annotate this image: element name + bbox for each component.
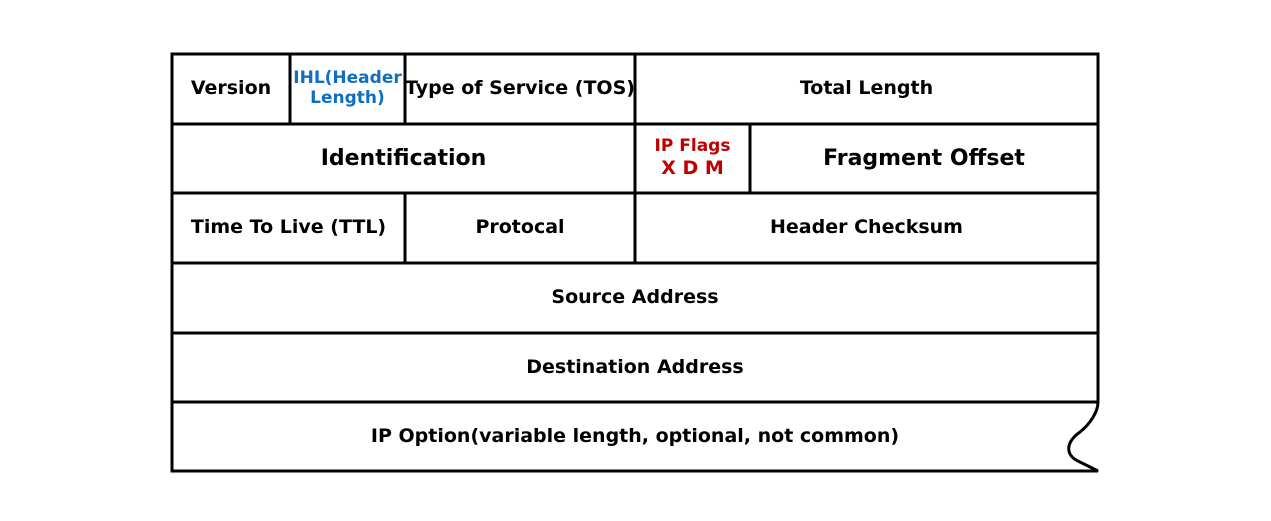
field-version-label: Version (190, 77, 272, 100)
field-version: Version (172, 54, 290, 124)
field-ttl-label: Time To Live (TTL) (190, 216, 387, 239)
field-identification: Identification (172, 124, 635, 193)
field-tos-label: Type of Service (TOS) (405, 77, 635, 100)
field-ip-option: IP Option(variable length, optional, not… (172, 402, 1098, 471)
field-ihl-label: IHL(Header Length) (293, 68, 402, 108)
field-ihl: IHL(Header Length) (290, 54, 405, 124)
field-destination-address: Destination Address (172, 333, 1098, 402)
field-protocol: Protocal (405, 193, 635, 263)
field-fragment-offset: Fragment Offset (750, 124, 1098, 193)
field-source-address-label: Source Address (551, 286, 719, 309)
field-header-checksum: Header Checksum (635, 193, 1098, 263)
field-total-length: Total Length (635, 54, 1098, 124)
field-tos: Type of Service (TOS) (405, 54, 635, 124)
field-ip-option-label: IP Option(variable length, optional, not… (370, 424, 900, 447)
field-destination-address-label: Destination Address (526, 355, 744, 378)
field-protocol-label: Protocal (475, 216, 565, 239)
field-ip-flags: IP Flags X D M (635, 124, 750, 193)
field-ip-flags-bits: X D M (661, 157, 724, 180)
outer-border (170, 52, 1100, 473)
field-ip-flags-label: IP Flags (654, 135, 731, 156)
field-identification-label: Identification (320, 145, 487, 171)
field-fragment-offset-label: Fragment Offset (823, 145, 1025, 171)
field-ttl: Time To Live (TTL) (172, 193, 405, 263)
field-source-address: Source Address (172, 263, 1098, 333)
field-header-checksum-label: Header Checksum (770, 216, 963, 239)
field-total-length-label: Total Length (799, 77, 934, 100)
